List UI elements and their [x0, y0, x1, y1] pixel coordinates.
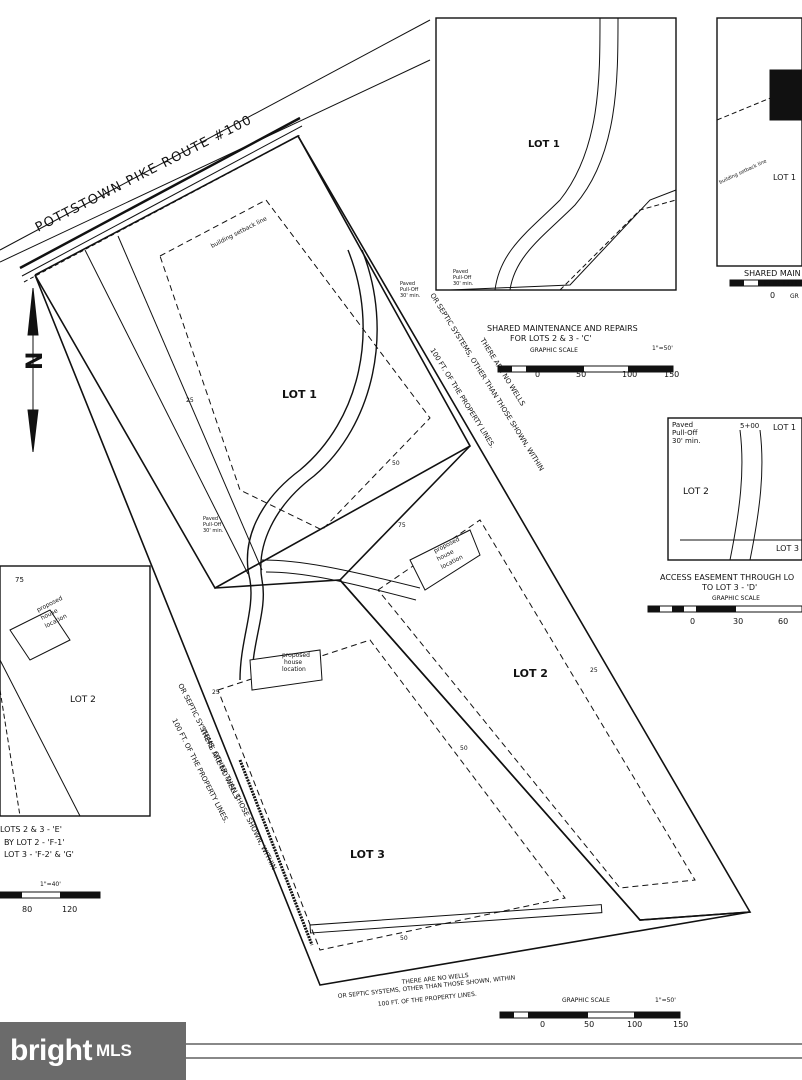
detail-d-lot2: LOT 2 [683, 487, 709, 497]
bottom-scale-ratio: 1"=50' [655, 997, 676, 1004]
detail-tr-setback: building setback line [718, 158, 767, 185]
detail-tr-caption-1: SHARED MAIN [744, 269, 801, 278]
detail-d-sta: 5+00 [740, 422, 759, 430]
detail-c-lot: LOT 1 [528, 139, 560, 150]
house-lot3: proposed house location [282, 652, 310, 673]
detail-d-lot-top: LOT 1 [773, 423, 796, 432]
bottom-scale-tick-1: 50 [584, 1020, 594, 1029]
detail-left-caption-3: LOT 3 - 'F-2' & 'G' [4, 850, 74, 859]
svg-text:proposed: proposed [282, 652, 310, 659]
svg-text:25: 25 [590, 667, 598, 674]
paved-pulloff-main: Paved Pull-Off 30' min. [400, 281, 421, 299]
detail-c-paved: Paved Pull-Off 30' min. [453, 269, 474, 287]
svg-text:Pull-Off: Pull-Off [203, 522, 222, 528]
detail-tr-scale-title: GR [790, 293, 799, 300]
detail-d-tick-0: 0 [690, 617, 695, 626]
svg-text:house: house [284, 659, 302, 666]
detail-left-dim: 75 [15, 576, 24, 584]
detail-c-tick-2: 100 [622, 370, 637, 379]
detail-d-tick-1: 30 [733, 617, 743, 626]
svg-text:Pull-Off: Pull-Off [672, 429, 698, 437]
svg-text:30' min.: 30' min. [672, 437, 700, 445]
detail-tr-caption-2: FOR LOT [764, 279, 798, 288]
watermark-suffix: MLS [95, 1041, 132, 1060]
bottom-scale-tick-2: 100 [627, 1020, 642, 1029]
svg-text:Paved: Paved [453, 269, 468, 275]
svg-text:50: 50 [392, 460, 400, 467]
svg-text:25: 25 [186, 397, 194, 404]
lot3-label: LOT 3 [350, 848, 385, 861]
detail-c-caption-1: SHARED MAINTENANCE AND REPAIRS [487, 324, 638, 333]
detail-d-lot3: LOT 3 [776, 544, 799, 553]
detail-left-caption-1: LOTS 2 & 3 - 'E' [0, 825, 62, 834]
svg-text:30' min.: 30' min. [203, 528, 224, 534]
detail-left-caption-2: BY LOT 2 - 'F-1' [4, 838, 64, 847]
svg-text:OR SEPTIC SYSTEMS, OTHER THAN: OR SEPTIC SYSTEMS, OTHER THAN THOSE SHOW… [428, 292, 545, 473]
detail-tr-lot: LOT 1 [773, 173, 796, 182]
svg-text:75: 75 [398, 522, 406, 529]
dimension-labels: 25 50 75 25 50 25 50 [186, 397, 598, 942]
svg-text:Pull-Off: Pull-Off [400, 287, 419, 293]
detail-c-scale-title: GRAPHIC SCALE [530, 347, 578, 354]
lot2-label: LOT 2 [513, 667, 548, 680]
svg-text:25: 25 [212, 689, 220, 696]
svg-text:Paved: Paved [203, 516, 218, 522]
detail-left-lot: LOT 2 [70, 695, 96, 705]
svg-text:Paved: Paved [400, 281, 415, 287]
svg-text:OR SEPTIC SYSTEMS, OTHER THAN: OR SEPTIC SYSTEMS, OTHER THAN THOSE SHOW… [176, 682, 278, 871]
north-arrow-label: N [23, 352, 48, 370]
paved-pulloff-lower: Paved Pull-Off 30' min. [203, 516, 224, 534]
setback-label: building setback line [210, 215, 269, 250]
detail-c-tick-1: 50 [576, 370, 586, 379]
bright-mls-watermark: bright MLS [0, 1022, 186, 1080]
bottom-scale-title: GRAPHIC SCALE [562, 997, 610, 1004]
bottom-scale-tick-3: 150 [673, 1020, 688, 1029]
svg-text:30' min.: 30' min. [400, 293, 421, 299]
detail-c-caption-2: FOR LOTS 2 & 3 - 'C' [510, 334, 591, 343]
detail-d-tick-2: 60 [778, 617, 788, 626]
detail-c-tick-3: 150 [664, 370, 679, 379]
detail-d-paved: Paved Pull-Off 30' min. [672, 421, 700, 445]
svg-text:Pull-Off: Pull-Off [453, 275, 472, 281]
svg-text:50: 50 [460, 745, 468, 752]
wells-note-left: THERE ARE NO WELLS OR SEPTIC SYSTEMS, OT… [170, 682, 278, 871]
lot1-label: LOT 1 [282, 388, 317, 401]
wells-note-right: THERE ARE NO WELLS OR SEPTIC SYSTEMS, OT… [428, 292, 545, 473]
detail-d-caption-1: ACCESS EASEMENT THROUGH LO [660, 573, 794, 582]
svg-text:Paved: Paved [672, 421, 693, 429]
detail-d-caption-2: TO LOT 3 - 'D' [701, 583, 757, 592]
svg-text:100 FT. OF THE PROPERTY LINES.: 100 FT. OF THE PROPERTY LINES. [428, 347, 496, 450]
detail-left-tick-1: 120 [62, 905, 77, 914]
detail-c-tick-0: 0 [535, 370, 540, 379]
watermark-brand: bright [10, 1034, 92, 1067]
detail-c-scale-ratio: 1"=50' [652, 345, 673, 352]
svg-text:30' min.: 30' min. [453, 281, 474, 287]
detail-left-scale-ratio: 1"=40' [40, 881, 61, 888]
bottom-scale-tick-0: 0 [540, 1020, 545, 1029]
detail-d-scale-title: GRAPHIC SCALE [712, 595, 760, 602]
svg-text:50: 50 [400, 935, 408, 942]
detail-left-tick-0: 80 [22, 905, 32, 914]
svg-text:location: location [282, 666, 306, 673]
detail-tr-tick-0: 0 [770, 291, 775, 300]
